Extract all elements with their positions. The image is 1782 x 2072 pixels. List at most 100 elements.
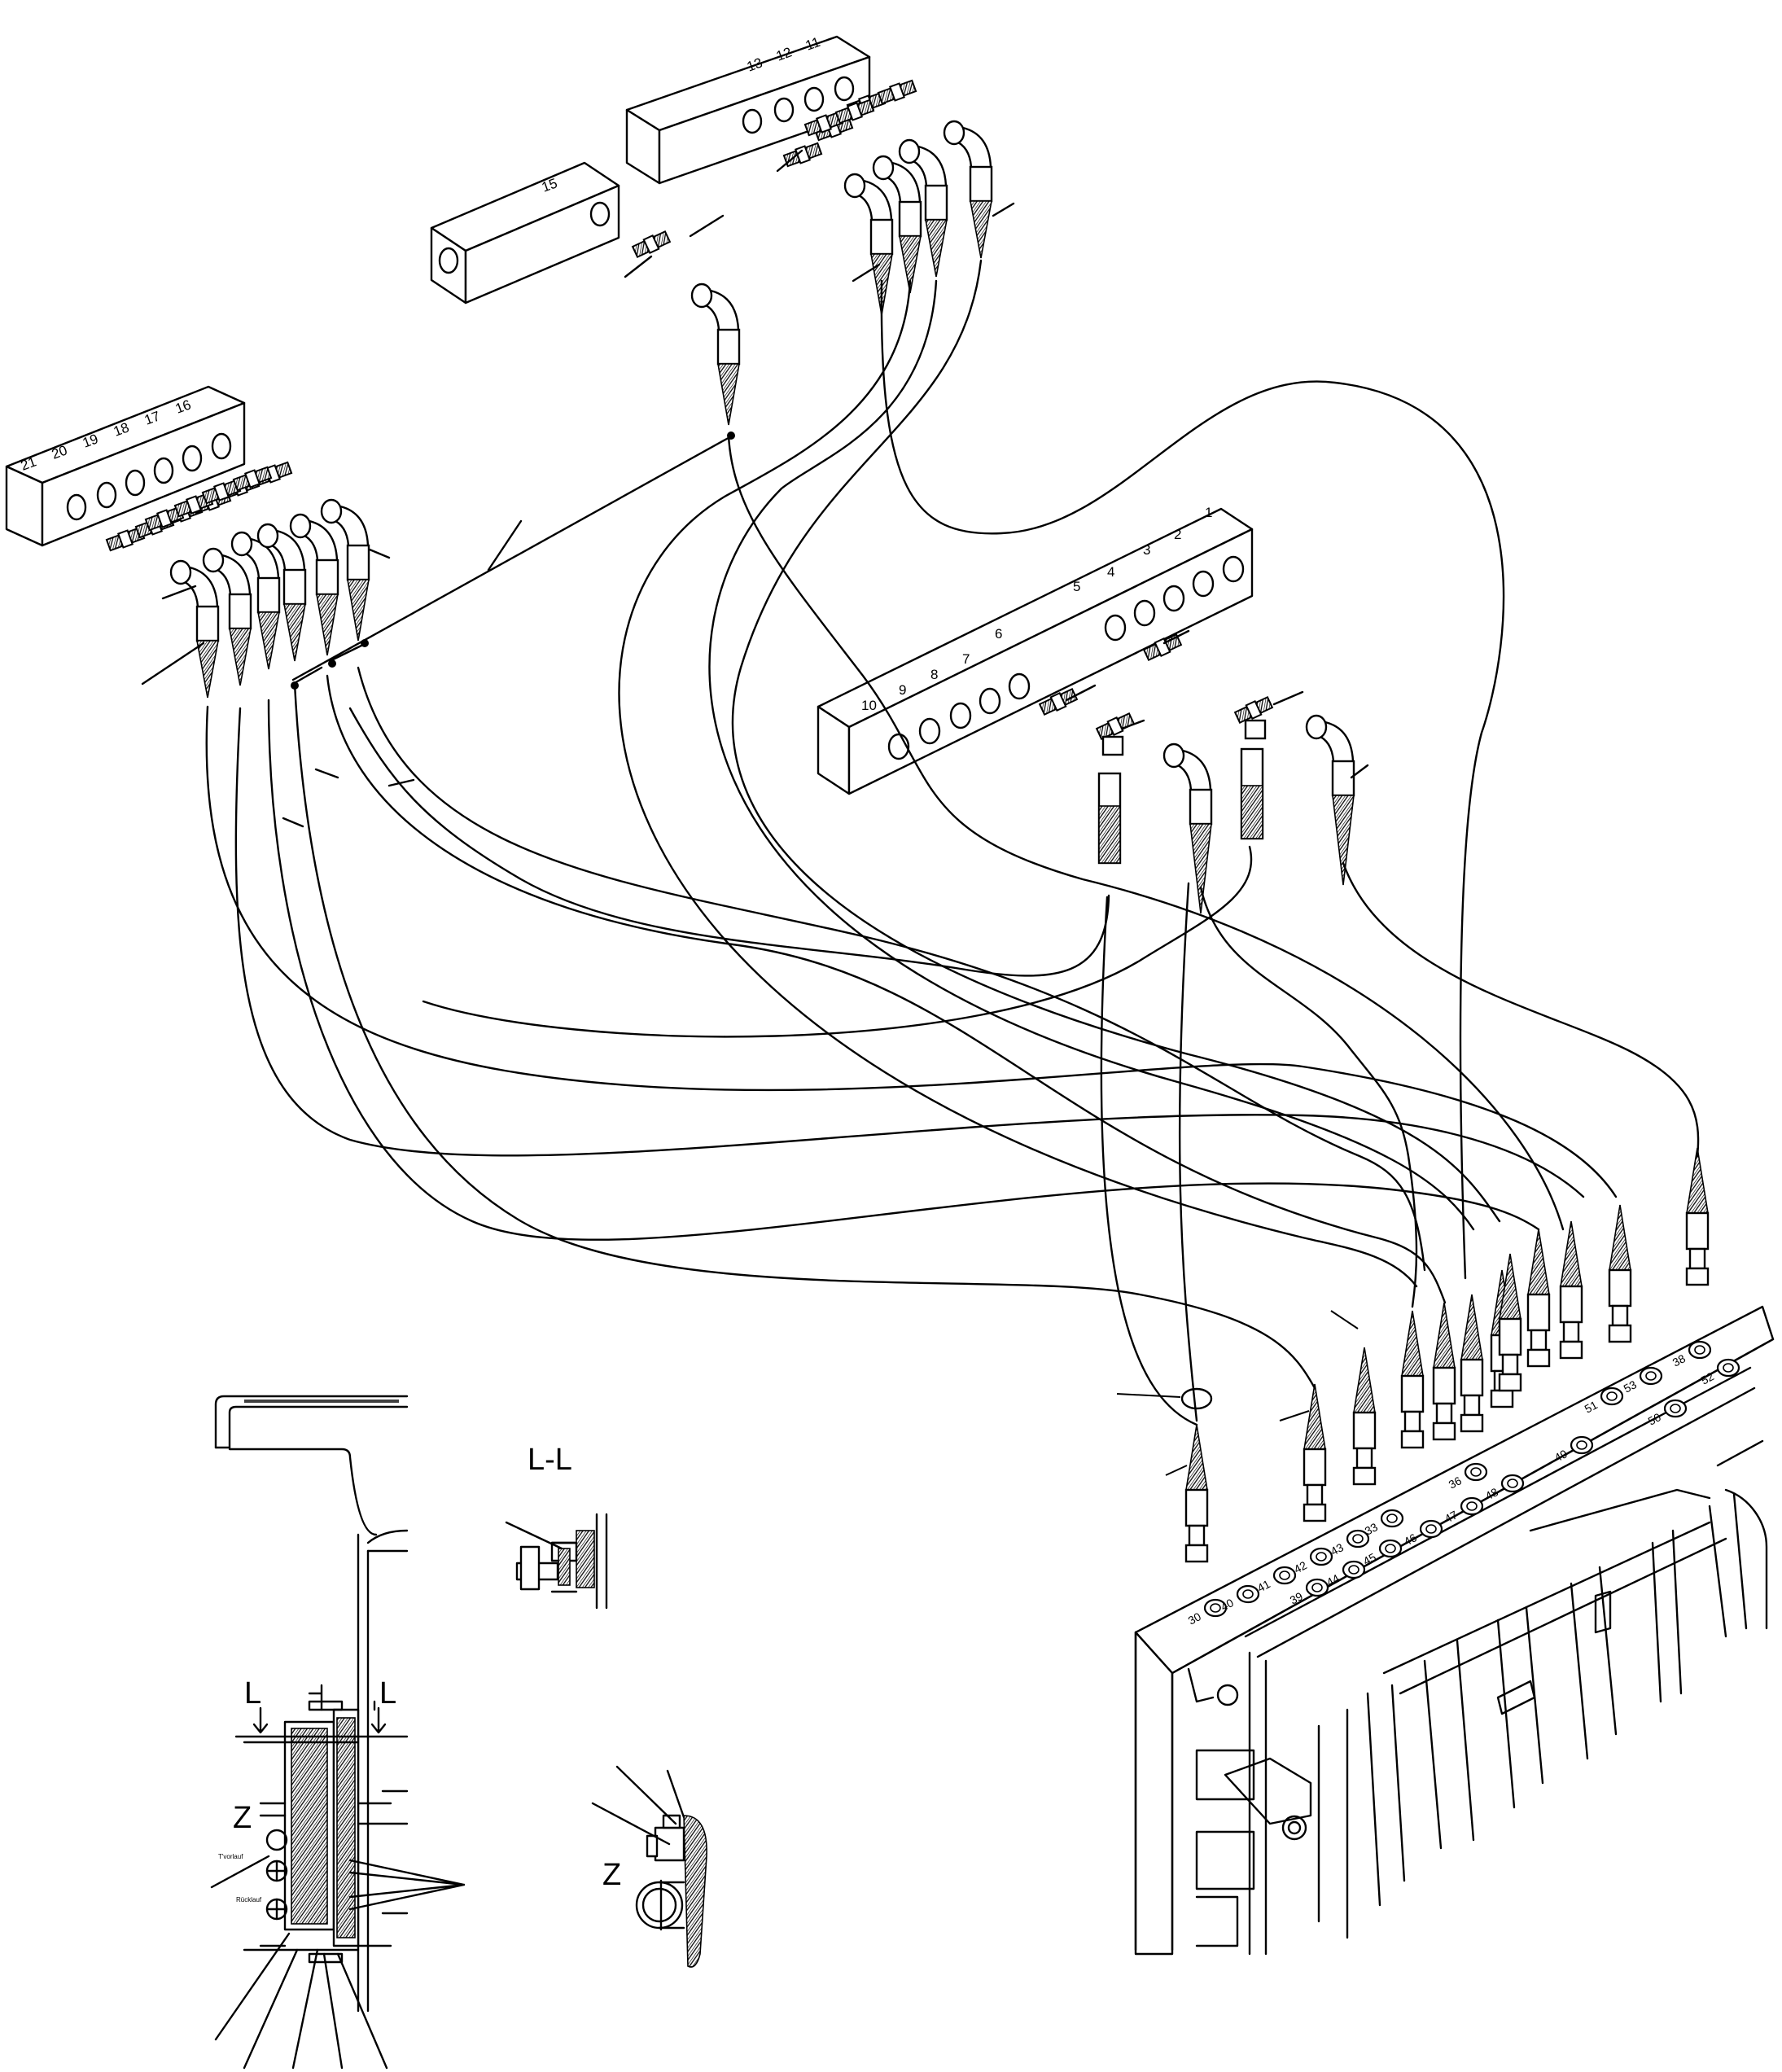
port-label: 39 xyxy=(1288,1589,1305,1607)
block-label: 1 xyxy=(1205,505,1212,520)
hose-end xyxy=(898,138,948,278)
manifold-port: 48 xyxy=(1483,1474,1525,1503)
manifold-port: 49 xyxy=(1552,1435,1594,1465)
hose-end xyxy=(1305,714,1355,886)
port-label: 40 xyxy=(1219,1596,1236,1614)
port-label: 49 xyxy=(1552,1447,1570,1465)
hose-end xyxy=(1303,1383,1327,1522)
manifold-port: 39 xyxy=(1288,1578,1329,1607)
hose-end xyxy=(230,531,281,670)
thread-adapter xyxy=(782,142,823,168)
manifold-port: 38 xyxy=(1670,1340,1712,1369)
section-detail-l-l: L-L xyxy=(505,1443,608,1610)
port-label: 47 xyxy=(1443,1508,1460,1526)
hose-end xyxy=(843,173,894,316)
manifold-port: 40 xyxy=(1219,1584,1260,1614)
manifold-port: 36 xyxy=(1447,1462,1488,1492)
block-label: 8 xyxy=(930,667,938,682)
distribution-block-16-21: 21 20 19 18 17 16 xyxy=(5,385,246,547)
port-label: 51 xyxy=(1583,1398,1600,1416)
hose-end xyxy=(1352,1347,1377,1486)
port-label: 33 xyxy=(1363,1520,1380,1538)
manifold-port: 42 xyxy=(1292,1547,1333,1576)
manifold-port: 43 xyxy=(1329,1529,1370,1558)
hose-end xyxy=(1685,1147,1710,1286)
manifold-ports: 30 40 41 42 43 33 36 51 53 38 52 39 44 45 46 47 48 49 50 xyxy=(1186,1340,1740,1627)
manifold-port: 50 xyxy=(1646,1399,1688,1428)
hose-end xyxy=(169,559,220,699)
plate-text-lower: Rücklauf xyxy=(236,1896,262,1903)
thread-adapter xyxy=(631,230,672,258)
hose-end xyxy=(1400,1310,1425,1449)
thread-adapter xyxy=(834,99,875,125)
port-label: 53 xyxy=(1622,1378,1639,1395)
thread-adapter xyxy=(877,79,917,105)
port-label: 46 xyxy=(1402,1531,1419,1549)
hose-end xyxy=(289,513,339,656)
thread-adapter xyxy=(1038,688,1079,716)
distribution-block-15: 15 xyxy=(430,161,620,304)
port-label: 41 xyxy=(1255,1577,1272,1595)
manifold-port: 41 xyxy=(1255,1566,1297,1595)
hose-end xyxy=(1526,1229,1551,1368)
section-title: L-L xyxy=(528,1443,572,1477)
side-section-view: L L Z T'vorlauf Rücklauf xyxy=(210,1395,466,2070)
port-label: 48 xyxy=(1483,1485,1500,1503)
hose-end xyxy=(320,498,370,642)
port-label: 38 xyxy=(1670,1351,1688,1369)
port-label: 45 xyxy=(1361,1550,1378,1568)
port-label: 44 xyxy=(1324,1571,1342,1589)
z-detail-mark: Z xyxy=(602,1858,621,1892)
manifold-port: 47 xyxy=(1443,1496,1484,1526)
hose-end xyxy=(943,120,993,259)
port-label: 42 xyxy=(1292,1558,1309,1576)
block-label: 7 xyxy=(962,651,970,667)
port-label: 30 xyxy=(1186,1610,1203,1627)
manifold-port: 45 xyxy=(1361,1539,1403,1568)
hose-end xyxy=(1432,1302,1456,1441)
hose-end xyxy=(1498,1253,1522,1392)
manifold-port: 52 xyxy=(1699,1358,1740,1387)
port-label: 43 xyxy=(1329,1540,1346,1558)
manifold-port: 46 xyxy=(1402,1519,1443,1549)
port-label: 52 xyxy=(1699,1369,1716,1387)
block-label: 3 xyxy=(1143,542,1150,558)
hose-end xyxy=(1559,1220,1583,1360)
block-label: 2 xyxy=(1174,527,1181,542)
z-view-mark: Z xyxy=(233,1801,252,1835)
hose-end xyxy=(202,547,252,686)
hose-fittings xyxy=(105,79,1710,1563)
detail-z: Z xyxy=(591,1765,707,1968)
manifold-port: 30 xyxy=(1186,1598,1228,1627)
thread-adapter xyxy=(1233,696,1274,724)
hose-end xyxy=(1162,743,1213,914)
port-label: 36 xyxy=(1447,1474,1464,1492)
tee-fitting xyxy=(1097,719,1267,865)
port-label: 50 xyxy=(1646,1410,1663,1428)
thread-adapter xyxy=(1142,633,1183,661)
distribution-block-11-13: 13 12 11 xyxy=(625,34,871,185)
manifold-port: 44 xyxy=(1324,1560,1366,1589)
block-label: 9 xyxy=(899,682,906,698)
hose-end xyxy=(1184,1424,1209,1563)
manifold-port: 33 xyxy=(1363,1509,1404,1538)
manifold-port: 53 xyxy=(1622,1366,1663,1395)
section-mark-right: L xyxy=(379,1676,396,1711)
hose-end xyxy=(1460,1294,1484,1433)
hose-end xyxy=(1116,1310,1359,1476)
plate-text-upper: T'vorlauf xyxy=(218,1853,243,1860)
block-label: 6 xyxy=(995,626,1002,642)
hose-routes xyxy=(205,259,1700,1426)
hose-end xyxy=(872,155,922,294)
hose-end xyxy=(256,523,307,662)
leader-lines xyxy=(141,149,1369,828)
block-label: 11 xyxy=(803,34,822,54)
section-mark-left: L xyxy=(244,1676,261,1711)
block-label: 4 xyxy=(1107,564,1114,580)
hose-end xyxy=(690,283,741,426)
manifold-port: 51 xyxy=(1583,1386,1624,1416)
thread-adapter xyxy=(803,111,844,137)
thread-adapter xyxy=(1095,712,1136,740)
block-label: 10 xyxy=(861,698,877,713)
